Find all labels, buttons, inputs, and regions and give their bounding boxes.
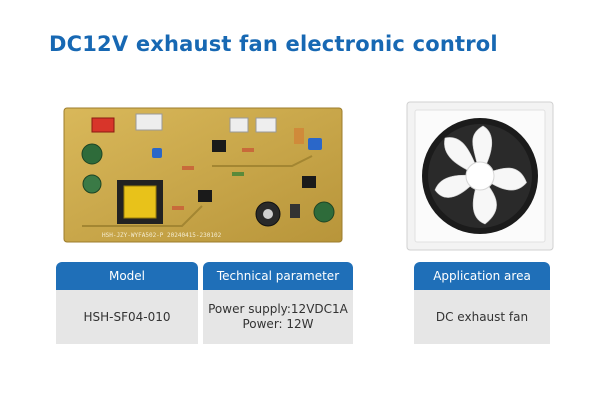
technical-header-label: Technical parameter xyxy=(216,269,340,283)
technical-value-line2: Power: 12W xyxy=(242,317,314,331)
model-header-label: Model xyxy=(108,269,146,283)
technical-value-line1: Power supply:12VDC1A xyxy=(208,302,348,316)
technical-header: Technical parameter xyxy=(203,262,353,290)
application-value: DC exhaust fan xyxy=(435,309,529,324)
fan-image xyxy=(405,100,555,252)
page-title: DC12V exhaust fan electronic control xyxy=(49,32,498,56)
model-value: HSH-SF04-010 xyxy=(83,309,171,324)
pcb-image: HSH-JZY-WYFA502-P 20240415-230102 xyxy=(62,106,344,246)
application-cell: DC exhaust fan xyxy=(414,290,550,344)
technical-cell: Power supply:12VDC1A Power: 12W xyxy=(203,290,353,344)
model-cell: HSH-SF04-010 xyxy=(56,290,198,344)
application-header: Application area xyxy=(414,262,550,290)
pcb-silkscreen-text: HSH-JZY-WYFA502-P 20240415-230102 xyxy=(102,232,222,239)
model-header: Model xyxy=(56,262,198,290)
application-header-label: Application area xyxy=(433,269,531,283)
